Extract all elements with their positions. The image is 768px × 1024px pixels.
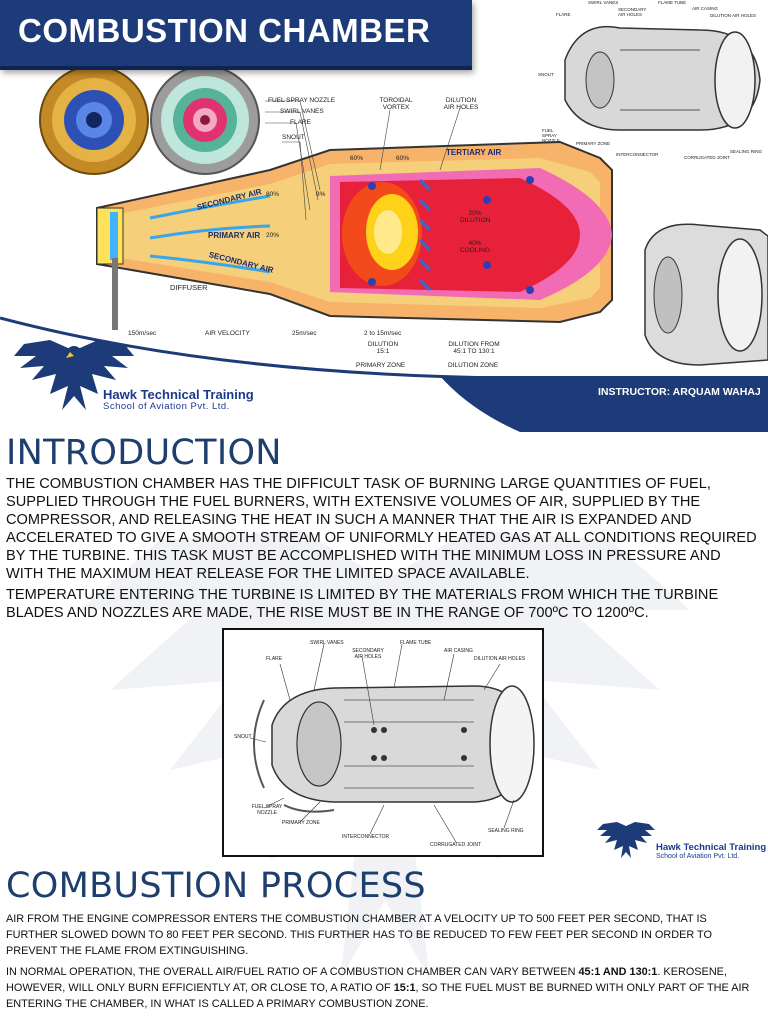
introduction-paragraph-2: TEMPERATURE ENTERING THE TURBINE IS LIMI… (6, 587, 719, 621)
label-flare: FLARE (290, 119, 311, 126)
label-toroidal-vortex: TOROIDAL VORTEX (379, 97, 413, 111)
corner-label-secondary-air-holes: SECONDARY AIR HOLES (618, 7, 647, 17)
flame-tube-illustration-top-right (540, 10, 768, 138)
fig-label-primary-zone: PRIMARY ZONE (282, 820, 320, 826)
fig-label-flare: FLARE (266, 656, 283, 662)
introduction-paragraph-1: THE COMBUSTION CHAMBER HAS THE DIFFICULT… (6, 476, 757, 582)
label-pct-20: 20% (266, 232, 280, 239)
introduction-heading: INTRODUCTION (6, 433, 282, 473)
corner-label-snout: SNOUT (538, 72, 554, 77)
instructor-band (440, 376, 768, 432)
logo-name-small: Hawk Technical Training (656, 842, 767, 853)
ratio-kerosene: 15:1 (393, 982, 416, 994)
hawk-logo-icon (14, 340, 134, 410)
fig-label-secondary-air-holes: SECONDARY AIR HOLES (352, 648, 384, 660)
fig-label-interconnector: INTERCONNECTOR (342, 834, 390, 840)
header-banner: COMBUSTION CHAMBER FUEL SPRAY NOZZLE SWI… (0, 0, 768, 432)
combustion-diagram (0, 10, 768, 432)
corner-label-flame-tube: FLAME TUBE (658, 0, 687, 5)
corner-label-dilution-air-holes: DILUTION AIR HOLES (710, 13, 757, 18)
diagram-leader-lines (265, 100, 461, 221)
para2-text-e: , SO THE FUEL MUST BE BURNED WITH ONLY P… (6, 982, 750, 1010)
corner-label-air-casing: AIR CASING (692, 6, 719, 11)
corner-label-interconnector: INTERCONNECTOR (616, 152, 659, 157)
fig-label-sealing-ring: SEALING RING (488, 828, 524, 834)
ratio-range: 45:1 AND 130:1 (578, 966, 658, 978)
fig-label-flame-tube: FLAME TUBE (400, 640, 432, 646)
fig-label-corrugated-joint: CORRUGATED JOINT (430, 842, 482, 848)
logo-subtitle: School of Aviation Pvt. Ltd. (103, 401, 230, 412)
para2-text-c: . KEROSENE, HOWEVER, WILL ONLY BURN EFFI… (6, 966, 727, 994)
corner-label-corrugated-joint: CORRUGATED JOINT (684, 155, 730, 160)
label-pct-8: 8% (316, 191, 326, 198)
fuel-nozzle-disc-illustration (39, 65, 149, 175)
label-air-velocity: AIR VELOCITY (205, 330, 250, 337)
logo-name: Hawk Technical Training (103, 387, 254, 402)
fig-label-dilution-air-holes: DILUTION AIR HOLES (474, 656, 526, 662)
swirl-vane-disc-illustration (150, 65, 260, 175)
chamber-cross-section (96, 140, 613, 330)
label-dilution-zone: DILUTION ZONE (448, 362, 499, 369)
corner-label-sealing-ring: SEALING RING (730, 149, 763, 154)
label-diffuser: DIFFUSER (170, 283, 208, 292)
label-primary-air: PRIMARY AIR (208, 231, 261, 240)
chamber-illustration-mid-right (644, 223, 768, 366)
para2-text-a: IN NORMAL OPERATION, THE OVERALL AIR/FUE… (6, 966, 579, 978)
label-dilution-15-1: DILUTION 15:1 (367, 341, 399, 355)
label-tertiary-air: TERTIARY AIR (446, 148, 502, 157)
corner-label-primary-zone: PRIMARY ZONE (576, 141, 611, 146)
label-dilution-air-holes: DILUTION AIR HOLES (443, 97, 479, 111)
corner-label-fuel-spray-nozzle: FUEL SPRAY NOZZLE (542, 128, 560, 143)
hawk-logo-small-icon (597, 822, 655, 858)
combustion-process-paragraph-2: IN NORMAL OPERATION, THE OVERALL AIR/FUE… (6, 964, 758, 1012)
label-snout: SNOUT (282, 134, 305, 141)
fig-label-snout: SNOUT (234, 734, 252, 740)
logo-subtitle-small: School of Aviation Pvt. Ltd. (656, 853, 740, 860)
label-fuel-spray-nozzle: FUEL SPRAY NOZZLE (268, 97, 336, 104)
page-title: COMBUSTION CHAMBER (18, 12, 431, 49)
fig-label-air-casing: AIR CASING (444, 648, 473, 654)
label-dilution-20: 20% DILUTION (460, 210, 491, 224)
flame-tube-drawing (249, 643, 535, 843)
flame-tube-figure: SWIRL VANES FLAME TUBE SECONDARY AIR HOL… (222, 628, 544, 857)
label-velocity-25: 25m/sec (292, 330, 317, 337)
instructor-name: INSTRUCTOR: ARQUAM WAHAJ (598, 386, 761, 398)
label-pct-60-b: 60% (396, 155, 410, 162)
title-box (0, 0, 472, 70)
label-cooling-40: 40% COOLING (460, 240, 490, 254)
corner-label-swirl-vanes: SWIRL VANES (588, 0, 619, 5)
label-swirl-vanes: SWIRL VANES (280, 108, 324, 115)
label-velocity-150: 150m/sec (128, 330, 157, 337)
fig-label-swirl-vanes: SWIRL VANES (310, 640, 344, 646)
combustion-process-heading: COMBUSTION PROCESS (6, 866, 426, 906)
fig-label-fuel-spray-nozzle: FUEL SPRAY NOZZLE (251, 804, 283, 816)
combustion-process-paragraph-1: AIR FROM THE ENGINE COMPRESSOR ENTERS TH… (6, 913, 712, 957)
label-dilution-from: DILUTION FROM 45:1 TO 130:1 (448, 341, 500, 355)
corner-label-flare: FLARE (556, 12, 571, 17)
label-velocity-2-15: 2 to 15m/sec (364, 330, 402, 337)
label-primary-zone: PRIMARY ZONE (356, 362, 406, 369)
label-pct-80: 80% (266, 191, 280, 198)
label-pct-60-a: 60% (350, 155, 364, 162)
